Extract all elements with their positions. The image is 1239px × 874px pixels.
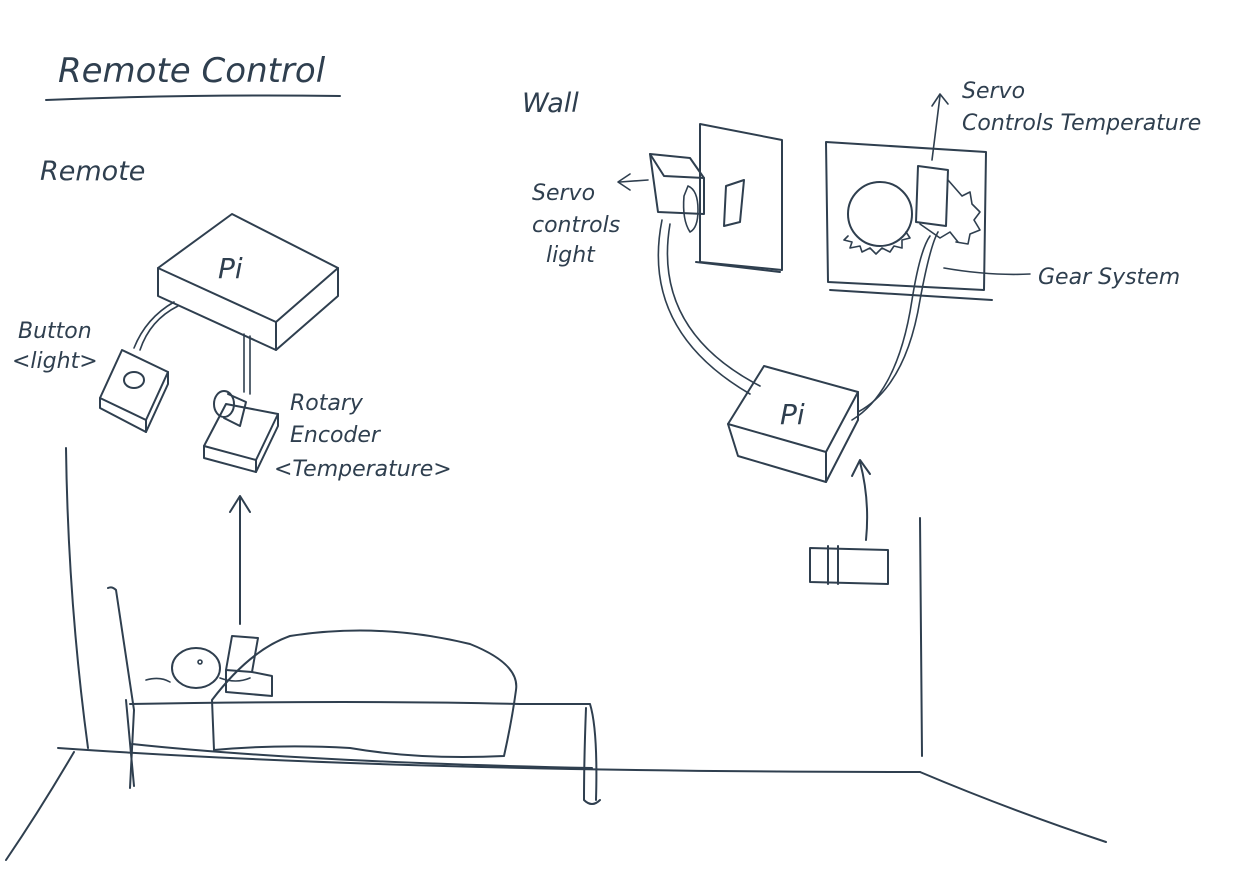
remote-pi-box: Pi [157,213,339,351]
servo-temp-label-1: Servo [962,79,1025,104]
wire-pi-to-temp-servo [857,231,939,413]
servo-temp-label-2: Controls Temperature [962,111,1201,136]
servo-temp-pointer [931,95,941,161]
button-module [99,349,169,433]
encoder-label-line2: Encoder [290,423,382,448]
servo-light [649,153,705,233]
encoder-label-line1: Rotary [290,391,364,416]
remote-pi-label: Pi [218,252,243,285]
gear-system-pointer [943,267,1031,276]
wire-pi-to-light-servo-2 [666,223,761,387]
servo-light-pointer [619,179,649,183]
wire-pi-to-button-2 [133,301,175,349]
floor-line [57,747,921,773]
thermostat-plate [825,141,993,301]
wire-pi-to-button [139,305,179,351]
button-label-line1: Button [18,319,92,344]
remote-heading: Remote [40,156,145,187]
right-wall [919,517,923,757]
receiver-arrow-head [851,459,871,477]
wire-pi-to-temp-servo-2 [851,235,931,421]
wall-heading: Wall [522,88,579,119]
servo-light-label-3: light [546,243,596,268]
encoder-knob [213,390,235,418]
sleeping-person [145,647,251,689]
servo-light-label-1: Servo [532,181,595,206]
servo-temp-pointer-head [931,93,949,107]
servo-light-pointer-head [617,173,631,191]
gear-mesh [919,223,959,243]
light-switch-plate [695,123,783,273]
floor-right-edge [919,771,1107,843]
floor-left-edge [5,751,75,861]
receiver-module [809,545,889,585]
thermostat-dial [847,181,913,247]
handheld-remote [225,635,273,697]
title-underline [45,94,341,101]
wall-pi-box: Pi [727,365,859,483]
rotary-encoder-module [203,390,279,473]
servo-horn [682,185,699,233]
page-title: Remote Control [58,51,326,91]
dial-gear-teeth [843,231,911,255]
servo-gear-teeth [947,179,981,245]
left-wall [65,447,89,749]
servo-temp-body [915,165,949,227]
wire-pi-to-light-servo [657,219,751,395]
light-switch-toggle [723,179,745,227]
bed [107,586,601,805]
servo-light-label-2: controls [532,213,620,238]
button-label-line2: <light> [12,349,98,374]
blanket [211,629,518,758]
remote-arrow-head [229,495,251,513]
button-knob [123,371,145,389]
encoder-label-line3: <Temperature> [274,457,452,482]
gear-system-label: Gear System [1038,265,1180,290]
receiver-arrow [859,461,869,541]
wall-pi-label: Pi [780,398,805,431]
